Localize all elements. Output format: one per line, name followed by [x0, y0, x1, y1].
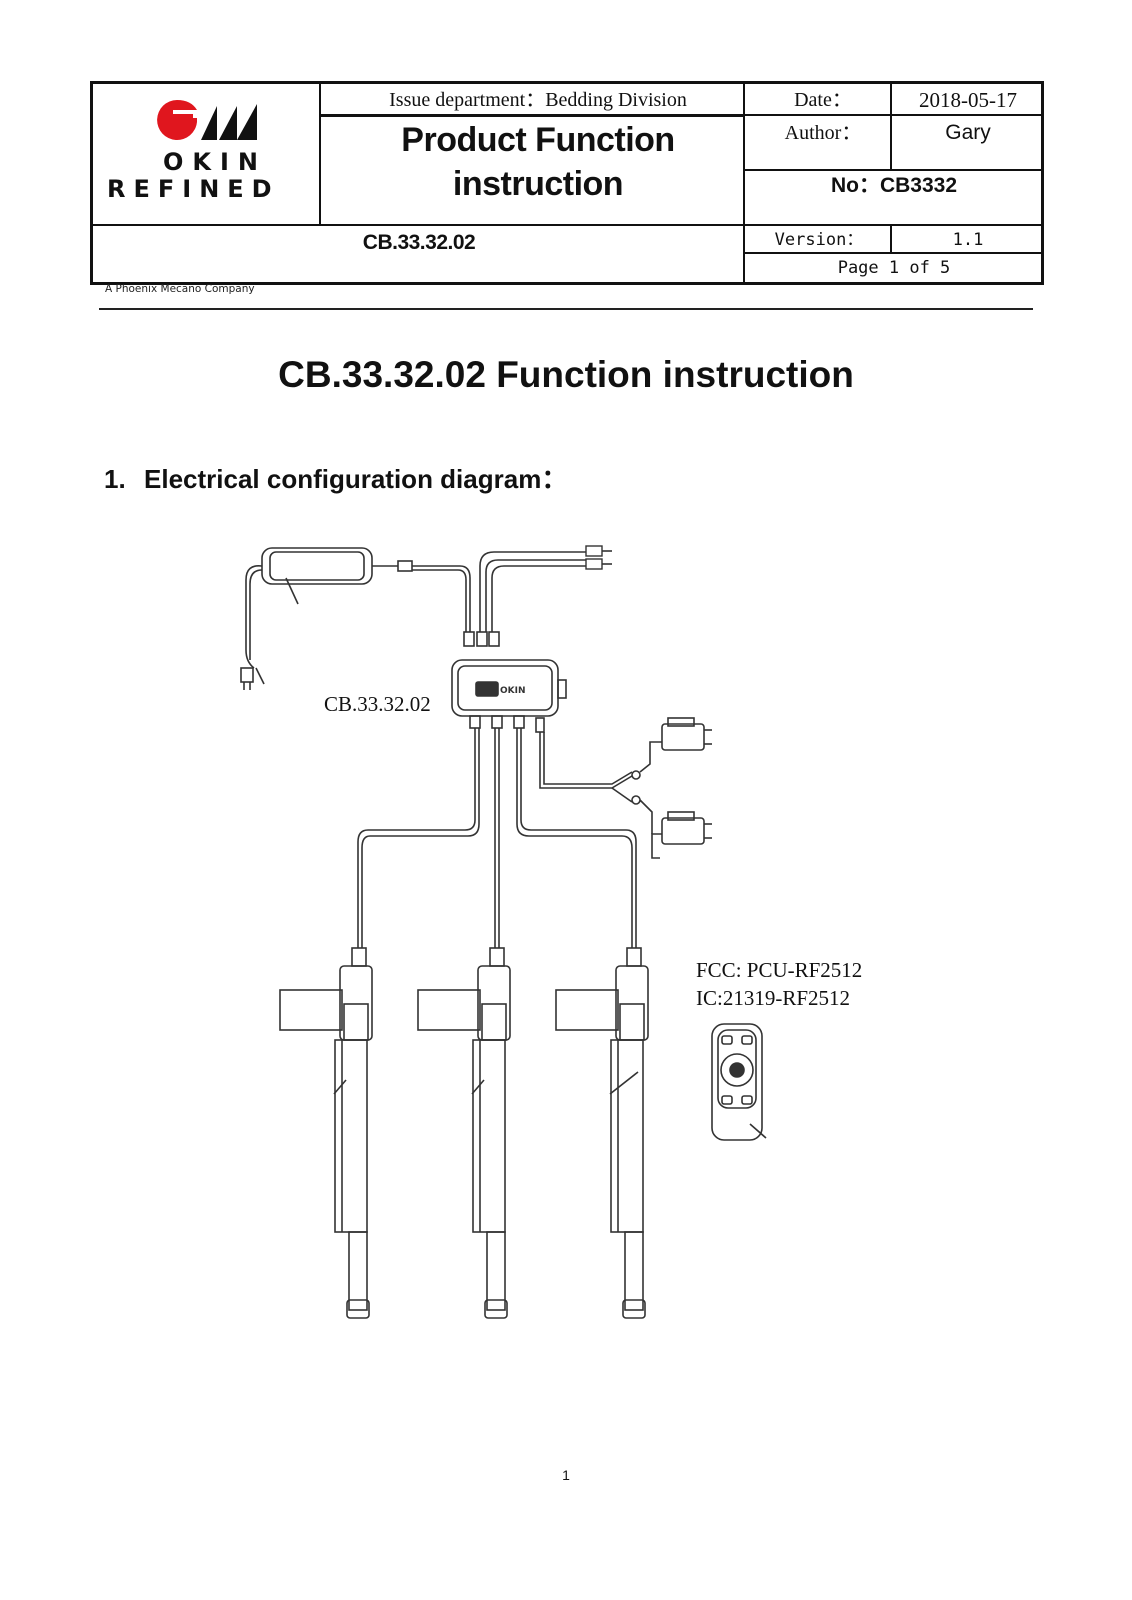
footer-page-number: 1: [562, 1467, 570, 1483]
actuator-icon: [279, 947, 373, 1319]
control-box-label: CB.33.32.02: [324, 692, 431, 716]
under-bed-light-icon: [631, 717, 712, 780]
remote-control-icon: [711, 1023, 767, 1141]
section-heading: 1. Electrical configuration diagram：: [104, 459, 567, 496]
version-value: 1.1: [952, 230, 984, 250]
section-title: Electrical configuration diagram：: [144, 464, 568, 494]
okin-logo-mark-icon: [157, 100, 257, 140]
okin-refined-logo: OKIN REFINED: [97, 90, 319, 230]
page-indicator: Page 1 of 5: [837, 258, 951, 278]
control-box-logo-text: OKIN: [500, 686, 526, 696]
under-bed-light-icon: [631, 795, 712, 859]
ic-id: IC:21319-RF2512: [696, 986, 851, 1010]
product-code: CB.33.32.02: [362, 231, 476, 254]
document-title: CB.33.32.02 Function instruction: [278, 354, 854, 395]
actuator-icon: [555, 947, 649, 1319]
logo-okin-text: OKIN: [163, 148, 268, 176]
header-table: OKIN REFINED A Phoenix Mecano Company Is…: [90, 81, 1044, 295]
version-label: Version：: [774, 230, 864, 250]
logo-refined-text: REFINED: [107, 175, 280, 203]
issue-department: Issue department：Bedding Division: [389, 89, 687, 111]
logo-tagline: A Phoenix Mecano Company: [105, 283, 255, 295]
date-value: 2018-05-17: [919, 88, 1017, 112]
section-number: 1.: [104, 464, 126, 494]
control-box-icon: OKIN: [451, 659, 567, 717]
product-function-title: Product Function instruction: [401, 121, 675, 203]
header-divider: [99, 308, 1033, 310]
author-label: Author：: [784, 122, 862, 144]
fcc-id: FCC: PCU-RF2512: [696, 958, 863, 982]
electrical-configuration-diagram: OKIN: [240, 545, 767, 1319]
author-value: Gary: [945, 121, 991, 144]
actuator-icon: [417, 947, 511, 1319]
document-number: No：CB3332: [830, 174, 958, 197]
remote-certification: FCC: PCU-RF2512 IC:21319-RF2512: [696, 956, 862, 1012]
power-supply-icon: [240, 547, 413, 690]
date-label: Date：: [794, 89, 852, 111]
